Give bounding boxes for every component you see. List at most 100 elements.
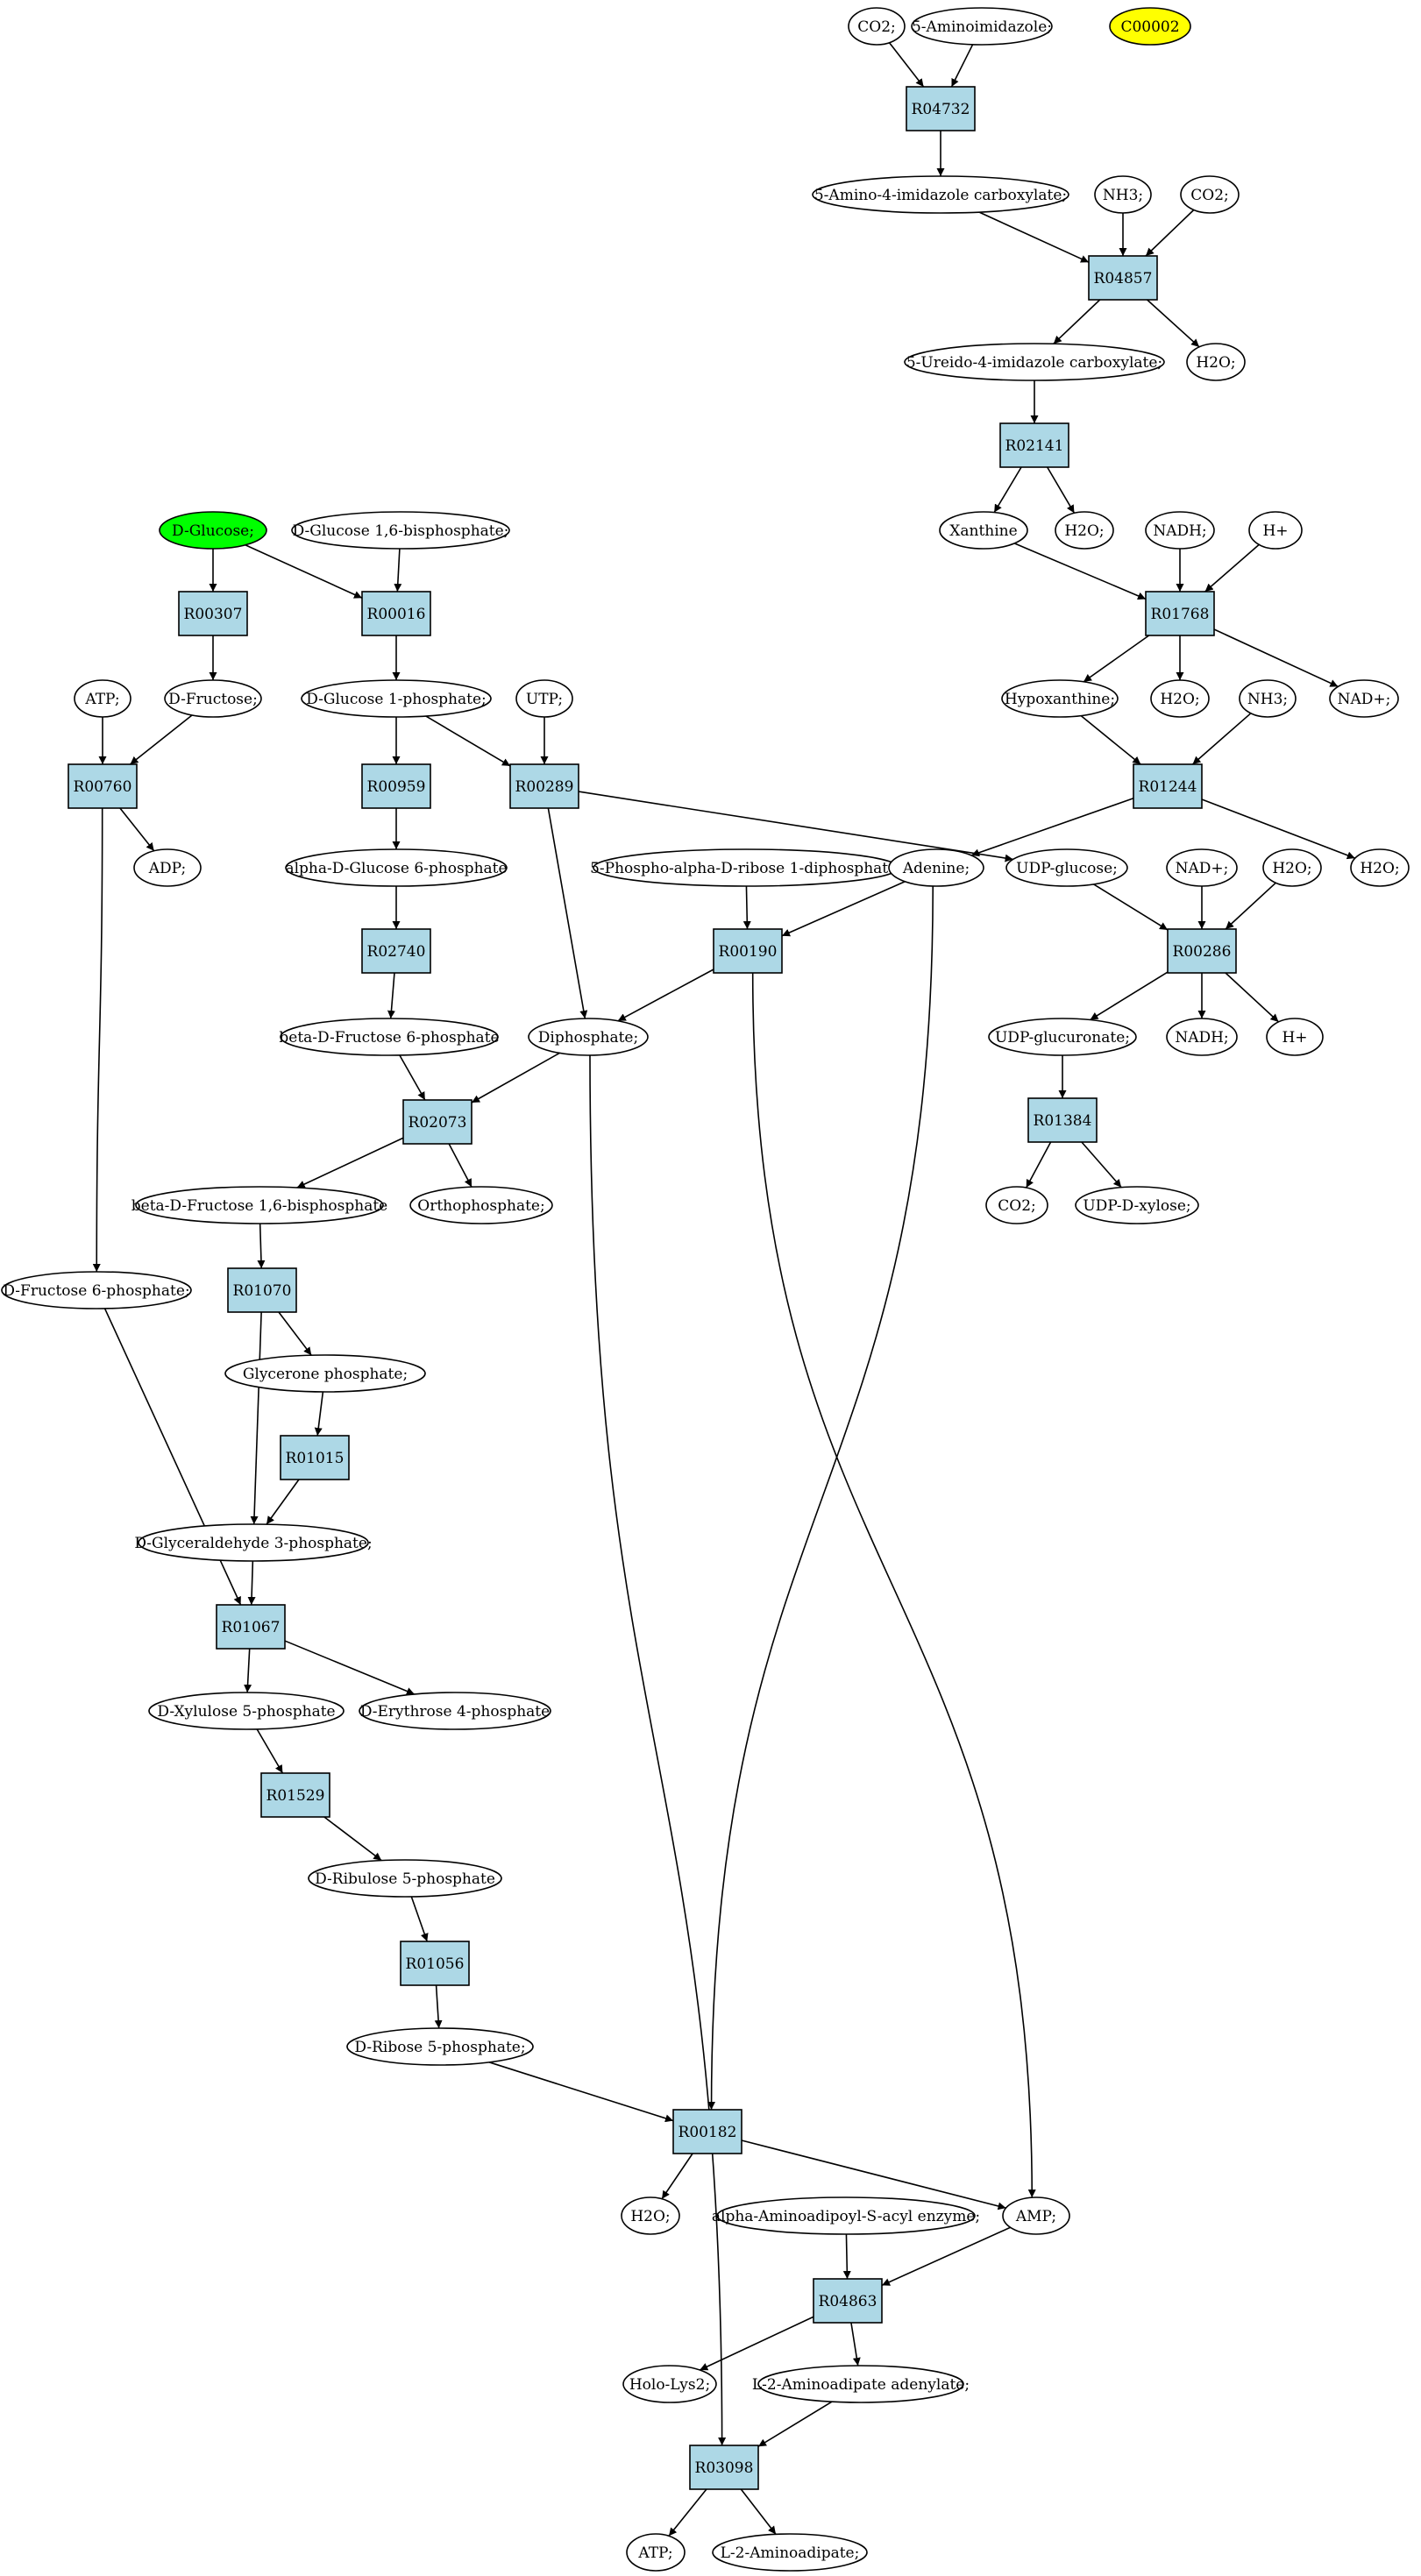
node-label: R01384 [1034, 1112, 1092, 1130]
reaction-box [361, 763, 431, 809]
compound-node-5-amino-4-imidazole-carboxylate[interactable]: 5-Amino-4-imidazole carboxylate; [812, 175, 1069, 214]
compound-node-co2[interactable]: CO2; [985, 1186, 1048, 1224]
reaction-node-r04857[interactable]: R04857 [1088, 255, 1158, 301]
compound-node-d-glucose[interactable]: D-Glucose; [159, 511, 267, 550]
compound-node-nh3[interactable]: NH3; [1094, 175, 1152, 214]
reaction-node-r02073[interactable]: R02073 [402, 1099, 472, 1145]
edge-n_diphosphate-to-r_R03098 [589, 1054, 727, 2446]
node-label: UDP-D-xylose; [1083, 1197, 1190, 1215]
node-label: D-Fructose 6-phosphate; [3, 1282, 189, 1300]
edge-r_R00286-to-n_udpglcur [1090, 971, 1169, 1021]
node-label: NH3; [1103, 187, 1143, 204]
reaction-node-r01070[interactable]: R01070 [227, 1267, 297, 1313]
reaction-node-r01244[interactable]: R01244 [1133, 763, 1203, 809]
reaction-node-r00182[interactable]: R00182 [672, 2109, 742, 2154]
compound-node-hypoxanthine[interactable]: Hypoxanthine; [1001, 679, 1119, 718]
compound-node-adenine[interactable]: Adenine; [888, 848, 984, 887]
reaction-node-r01067[interactable]: R01067 [216, 1604, 286, 1650]
compound-node-udp-glucose[interactable]: UDP-glucose; [1005, 848, 1128, 887]
reaction-node-r00959[interactable]: R00959 [361, 763, 431, 809]
reaction-node-r00286[interactable]: R00286 [1167, 928, 1237, 974]
node-label: R01070 [233, 1282, 292, 1300]
reaction-node-r01056[interactable]: R01056 [400, 1941, 470, 1986]
edge-r_R01244-to-n_adenine [970, 797, 1134, 857]
reaction-box [361, 928, 431, 974]
compound-node-alpha-aminoadipoyl-s-acyl-enzyme[interactable]: alpha-Aminoadipoyl-S-acyl enzyme; [712, 2196, 980, 2235]
compound-node-beta-d-fructose-1-6-bisphosphate[interactable]: beta-D-Fructose 1,6-bisphosphate [131, 1186, 387, 1224]
compound-node-h2o[interactable]: H2O; [1350, 848, 1410, 887]
reaction-box [713, 928, 783, 974]
reaction-node-r01768[interactable]: R01768 [1145, 591, 1215, 636]
reaction-node-r01384[interactable]: R01384 [1027, 1097, 1098, 1143]
reaction-node-r02740[interactable]: R02740 [361, 928, 431, 974]
compound-node-h2o[interactable]: H2O; [1262, 848, 1322, 887]
compound-node-nh3[interactable]: NH3; [1239, 679, 1297, 718]
compound-node-nad[interactable]: NAD+; [1329, 679, 1399, 718]
compound-node-amp[interactable]: AMP; [1002, 2196, 1070, 2235]
reaction-node-r03098[interactable]: R03098 [689, 2445, 759, 2490]
edge-r_R03098-to-n_l2aa [740, 2488, 777, 2535]
compound-node-udp-d-xylose[interactable]: UDP-D-xylose; [1075, 1186, 1199, 1224]
compound-node-5-aminoimidazole[interactable]: 5-Aminoimidazole; [911, 7, 1053, 46]
compound-node-adp[interactable]: ADP; [133, 848, 202, 887]
compound-node-d-glucose-1-phosphate[interactable]: D-Glucose 1-phosphate; [301, 679, 492, 718]
edge-r_R04863-to-n_hololys2 [699, 2316, 814, 2371]
compound-node-alpha-d-glucose-6-phosphate[interactable]: alpha-D-Glucose 6-phosphate [285, 848, 508, 887]
compound-node-d-ribulose-5-phosphate[interactable]: D-Ribulose 5-phosphate [308, 1859, 502, 1898]
compound-node-diphosphate[interactable]: Diphosphate; [528, 1018, 649, 1056]
node-label: L-2-Aminoadipate; [721, 2544, 860, 2562]
compound-node-h[interactable]: H+ [1248, 511, 1303, 550]
compound-node-5-ureido-4-imidazole-carboxylate[interactable]: 5-Ureido-4-imidazole carboxylate; [904, 343, 1165, 381]
compound-node-orthophosphate[interactable]: Orthophosphate; [409, 1186, 553, 1224]
compound-node-d-xylulose-5-phosphate[interactable]: D-Xylulose 5-phosphate [148, 1692, 345, 1730]
compound-node-h2o[interactable]: H2O; [1186, 343, 1246, 381]
compound-node-utp[interactable]: UTP; [515, 679, 573, 718]
compound-node-udp-glucuronate[interactable]: UDP-glucuronate; [988, 1018, 1137, 1056]
reaction-node-r00307[interactable]: R00307 [178, 591, 248, 636]
edge-r_R00190-to-n_diphosphate [617, 969, 714, 1022]
node-label: R02740 [367, 943, 426, 961]
reaction-node-r01015[interactable]: R01015 [280, 1435, 350, 1480]
compound-node-c00002[interactable]: C00002 [1109, 7, 1191, 46]
compound-node-h[interactable]: H+ [1266, 1018, 1324, 1056]
node-label: R00286 [1173, 943, 1232, 961]
compound-node-h2o[interactable]: H2O; [621, 2196, 680, 2235]
compound-node-glycerone-phosphate[interactable]: Glycerone phosphate; [224, 1354, 426, 1393]
compound-node-l-2-aminoadipate-adenylate[interactable]: L-2-Aminoadipate adenylate; [752, 2365, 970, 2403]
compound-node-d-glucose-1-6-bisphosphate[interactable]: D-Glucose 1,6-bisphosphate; [291, 511, 510, 550]
reaction-node-r00190[interactable]: R00190 [713, 928, 783, 974]
compound-node-d-fructose[interactable]: D-Fructose; [164, 679, 262, 718]
compound-node-atp[interactable]: ATP; [626, 2533, 686, 2572]
reaction-node-r00016[interactable]: R00016 [361, 591, 431, 636]
reaction-node-r01529[interactable]: R01529 [260, 1772, 330, 1818]
reaction-node-r00760[interactable]: R00760 [67, 763, 138, 809]
compound-node-d-glyceraldehyde-3-phosphate[interactable]: D-Glyceraldehyde 3-phosphate; [134, 1523, 373, 1562]
compound-node-h2o[interactable]: H2O; [1055, 511, 1114, 550]
compound-node-holo-lys2[interactable]: Holo-Lys2; [622, 2365, 717, 2403]
compound-node-xanthine[interactable]: Xanthine [939, 511, 1028, 550]
compound-node-l-2-aminoadipate[interactable]: L-2-Aminoadipate; [712, 2533, 868, 2572]
compound-node-5-phospho-alpha-d-ribose-1-diphosphate[interactable]: 5-Phospho-alpha-D-ribose 1-diphosphate; [590, 848, 902, 887]
node-label: NADH; [1153, 522, 1206, 540]
node-label: R00190 [719, 943, 778, 961]
compound-node-atp[interactable]: ATP; [74, 679, 131, 718]
compound-node-co2[interactable]: CO2; [1180, 175, 1240, 214]
reaction-node-r02141[interactable]: R02141 [999, 422, 1069, 468]
compound-node-d-erythrose-4-phosphate[interactable]: D-Erythrose 4-phosphate [359, 1692, 551, 1730]
edge-n_dr5p-to-r_R00182 [488, 2062, 674, 2123]
compound-node-co2[interactable]: CO2; [848, 7, 906, 46]
compound-ellipse [1150, 679, 1210, 718]
compound-node-nadh[interactable]: NADH; [1166, 1018, 1238, 1056]
compound-node-d-ribose-5-phosphate[interactable]: D-Ribose 5-phosphate; [346, 2027, 534, 2066]
reaction-node-r00289[interactable]: R00289 [509, 763, 579, 809]
compound-ellipse [848, 7, 906, 46]
node-label: Glycerone phosphate; [243, 1366, 408, 1383]
compound-node-beta-d-fructose-6-phosphate[interactable]: beta-D-Fructose 6-phosphate [279, 1018, 500, 1056]
reaction-node-r04732[interactable]: R04732 [906, 86, 976, 131]
compound-node-h2o[interactable]: H2O; [1150, 679, 1210, 718]
compound-node-d-fructose-6-phosphate[interactable]: D-Fructose 6-phosphate; [1, 1271, 192, 1309]
edge-n_bdf6p-to-r_R02073 [399, 1054, 426, 1101]
compound-node-nad[interactable]: NAD+; [1166, 848, 1238, 887]
reaction-node-r04863[interactable]: R04863 [813, 2278, 883, 2324]
compound-node-nadh[interactable]: NADH; [1145, 511, 1215, 550]
